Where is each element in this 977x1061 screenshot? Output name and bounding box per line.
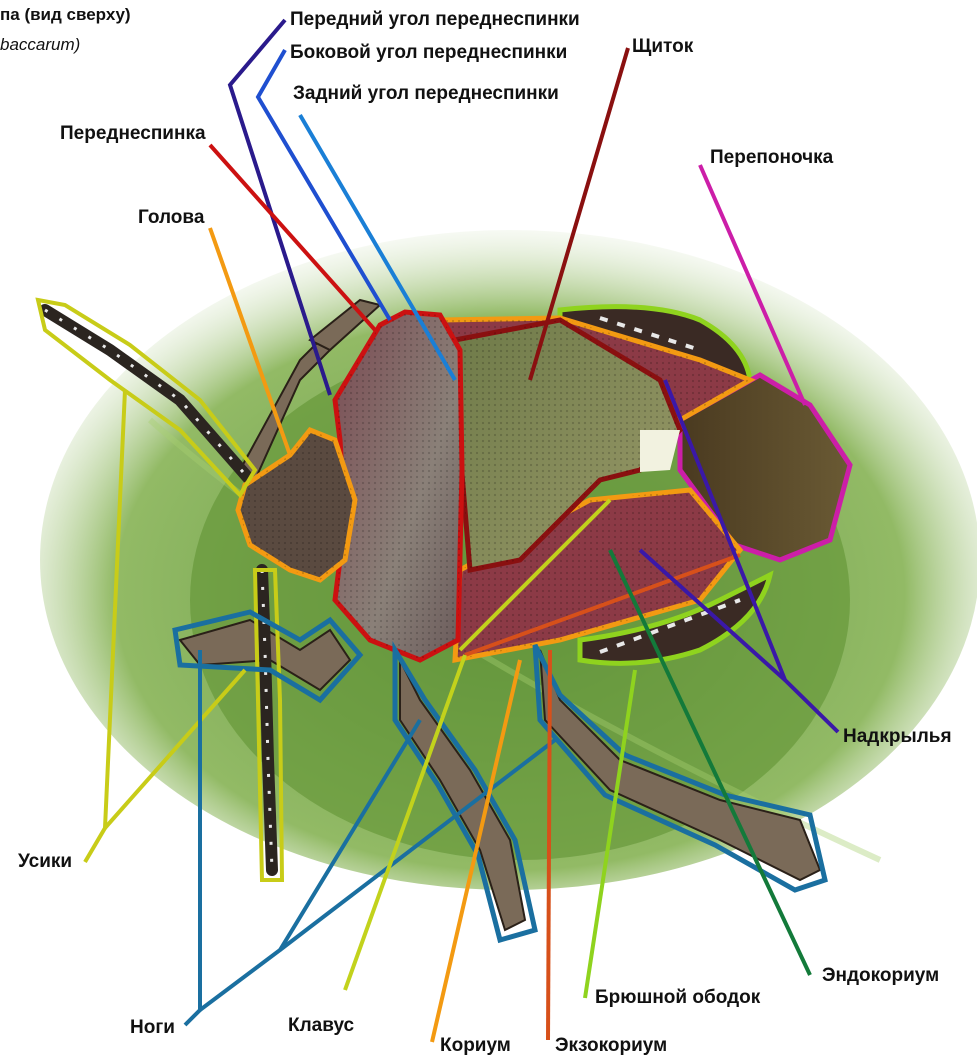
label-membrane: Перепоночка <box>710 148 833 167</box>
label-antennae: Усики <box>18 852 72 871</box>
label-corium: Кориум <box>440 1036 511 1055</box>
label-lateral-angle: Боковой угол переднеспинки <box>290 43 567 62</box>
label-anterior-angle: Передний угол переднеспинки <box>290 10 580 29</box>
label-scutellum: Щиток <box>632 37 693 56</box>
subtitle-fragment: baccarum) <box>0 36 80 53</box>
label-head: Голова <box>138 208 204 227</box>
label-ventral-rim: Брюшной ободок <box>595 988 760 1007</box>
leader-exocorium <box>548 650 550 1040</box>
label-endocorium: Эндокориум <box>822 966 939 985</box>
label-clavus: Клавус <box>288 1016 354 1035</box>
label-hemelytra: Надкрылья <box>843 727 952 746</box>
label-exocorium: Экзокориум <box>555 1036 667 1055</box>
label-pronotum: Переднеспинка <box>60 124 206 143</box>
title-fragment: па (вид сверху) <box>0 6 131 23</box>
label-legs: Ноги <box>130 1018 175 1037</box>
label-posterior-angle: Задний угол переднеспинки <box>293 84 559 103</box>
pronotum-shape <box>335 312 462 660</box>
